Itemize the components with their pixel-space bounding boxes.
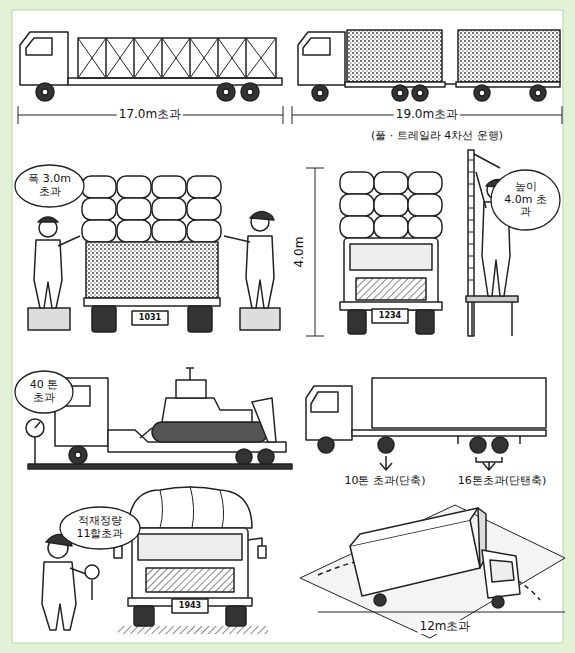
panel bbox=[12, 10, 563, 643]
semi-trailer bbox=[306, 378, 546, 470]
turning-truck bbox=[300, 505, 565, 638]
dimension-line bbox=[18, 106, 562, 124]
dimension-label: 12m초과 bbox=[418, 620, 473, 634]
bubble-ellipse bbox=[60, 507, 140, 549]
speech-bubble: 폭 3.0m 초과 bbox=[14, 164, 85, 208]
dimension-label: 19.0m초과 bbox=[394, 108, 460, 122]
bubble-text: 폭 3.0m 초과 bbox=[28, 173, 72, 198]
speech-bubble: 높이 4.0m 초과 bbox=[490, 169, 561, 231]
worker bbox=[28, 211, 280, 330]
plate-number: 1234 bbox=[379, 311, 401, 320]
bubble-ellipse bbox=[491, 170, 560, 230]
dimension-label: 17.0m초과 bbox=[117, 108, 183, 122]
wide-load-truck bbox=[82, 176, 221, 332]
bubble-ellipse bbox=[15, 371, 73, 413]
dimension-line bbox=[306, 168, 324, 336]
speech-bubble: 40 톤 초과 bbox=[14, 370, 74, 414]
full-trailer bbox=[298, 30, 560, 101]
bubble-text: 40 톤 초과 bbox=[26, 379, 62, 404]
plate-number: 1943 bbox=[179, 601, 201, 610]
plate-number: 1031 bbox=[139, 313, 161, 322]
dimension-label: 10톤 초과(단축) bbox=[344, 475, 425, 488]
tall-load-truck bbox=[340, 172, 442, 334]
dimension-label: 16톤초과(단탠축) bbox=[458, 475, 547, 488]
long-truck bbox=[20, 32, 282, 101]
bubble-text: 높이 4.0m 초과 bbox=[504, 181, 548, 219]
bubble-ellipse bbox=[15, 165, 84, 207]
dimension-label: 4.0m bbox=[293, 235, 307, 270]
overloaded-truck bbox=[114, 486, 268, 634]
speech-bubble: 적재정량 11할초과 bbox=[59, 506, 141, 550]
dimension-label: (풀 · 트레일라 4차선 운행) bbox=[371, 130, 503, 143]
bubble-text: 적재정량 11할초과 bbox=[74, 515, 126, 540]
